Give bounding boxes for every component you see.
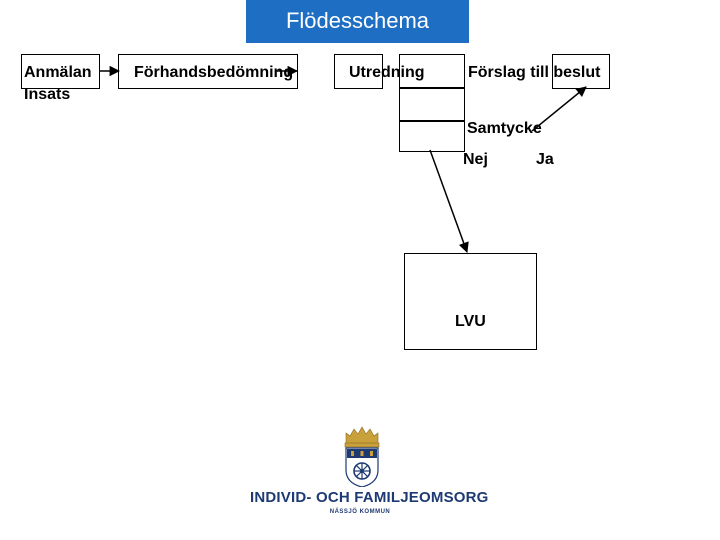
lvu-label: LVU: [455, 313, 486, 330]
samtycke-label: Samtycke: [467, 120, 542, 137]
org-name: INDIVID- OCH FAMILJEOMSORG: [250, 489, 489, 506]
org-subtitle: NÄSSJÖ KOMMUN: [329, 509, 391, 515]
utredning-label: Utredning: [349, 64, 425, 81]
ja-label: Ja: [536, 151, 554, 168]
anmalan-box: [21, 54, 100, 89]
forhandsbedomning-label: Förhandsbedömning: [134, 64, 294, 81]
lvu-box: [404, 253, 537, 350]
samtycke-lower-box: [399, 120, 465, 152]
coat-of-arms-icon: [344, 426, 380, 488]
diagram-title: Flödesschema: [246, 0, 469, 43]
forslag-label: Förslag till beslut: [468, 64, 601, 81]
kommun-logo: INDIVID- OCH FAMILJEOMSORG NÄSSJÖ KOMMUN: [250, 425, 489, 520]
samtycke-upper-box: [399, 87, 465, 122]
arrow-ja-to-forslag: [531, 86, 587, 132]
arrow-nej-to-lvu: [429, 149, 469, 253]
forslag-left-box: [399, 54, 465, 89]
anmalan-label: Anmälan: [24, 64, 92, 81]
nej-label: Nej: [463, 151, 488, 168]
insats-label: Insats: [24, 86, 71, 103]
utredning-box: [334, 54, 383, 89]
